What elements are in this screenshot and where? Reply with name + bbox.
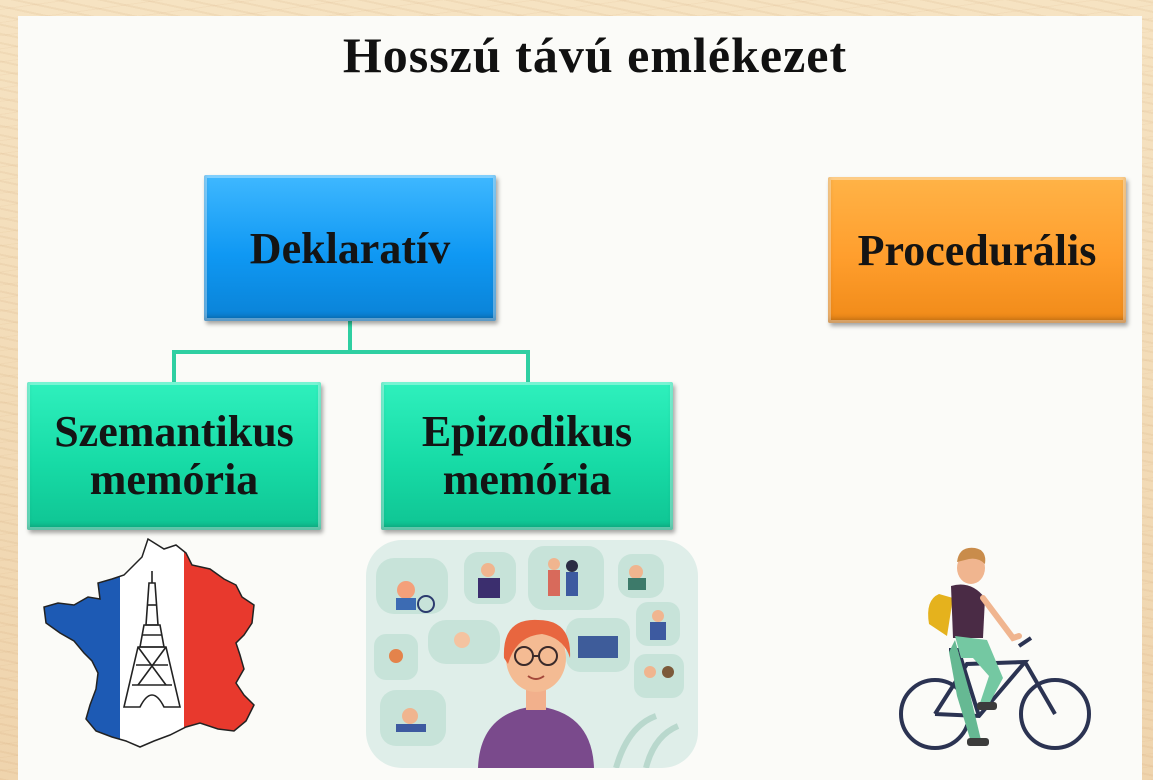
declarative-box: Deklaratív — [204, 175, 496, 321]
cyclist-icon — [928, 547, 1022, 746]
procedural-box: Procedurális — [828, 177, 1126, 323]
semantic-memory-box: Szemantikus memória — [27, 382, 321, 530]
woman-with-glasses-icon — [478, 619, 594, 768]
episodic-label-line1: Epizodikus — [421, 407, 633, 456]
bicycle-rider-illustration — [899, 547, 1091, 750]
semantic-label-line1: Szemantikus — [54, 407, 294, 456]
episodic-label-line2: memória — [442, 455, 612, 504]
page-title: Hosszú távú emlékezet — [342, 27, 848, 83]
eiffel-tower-icon — [122, 571, 182, 708]
semantic-label-line2: memória — [89, 455, 259, 504]
episodic-memory-box: Epizodikus memória — [381, 382, 673, 530]
procedural-label: Procedurális — [857, 225, 1097, 275]
episodic-memories-illustration — [366, 540, 698, 768]
france-map-illustration — [43, 537, 255, 748]
declarative-label: Deklaratív — [249, 223, 451, 273]
